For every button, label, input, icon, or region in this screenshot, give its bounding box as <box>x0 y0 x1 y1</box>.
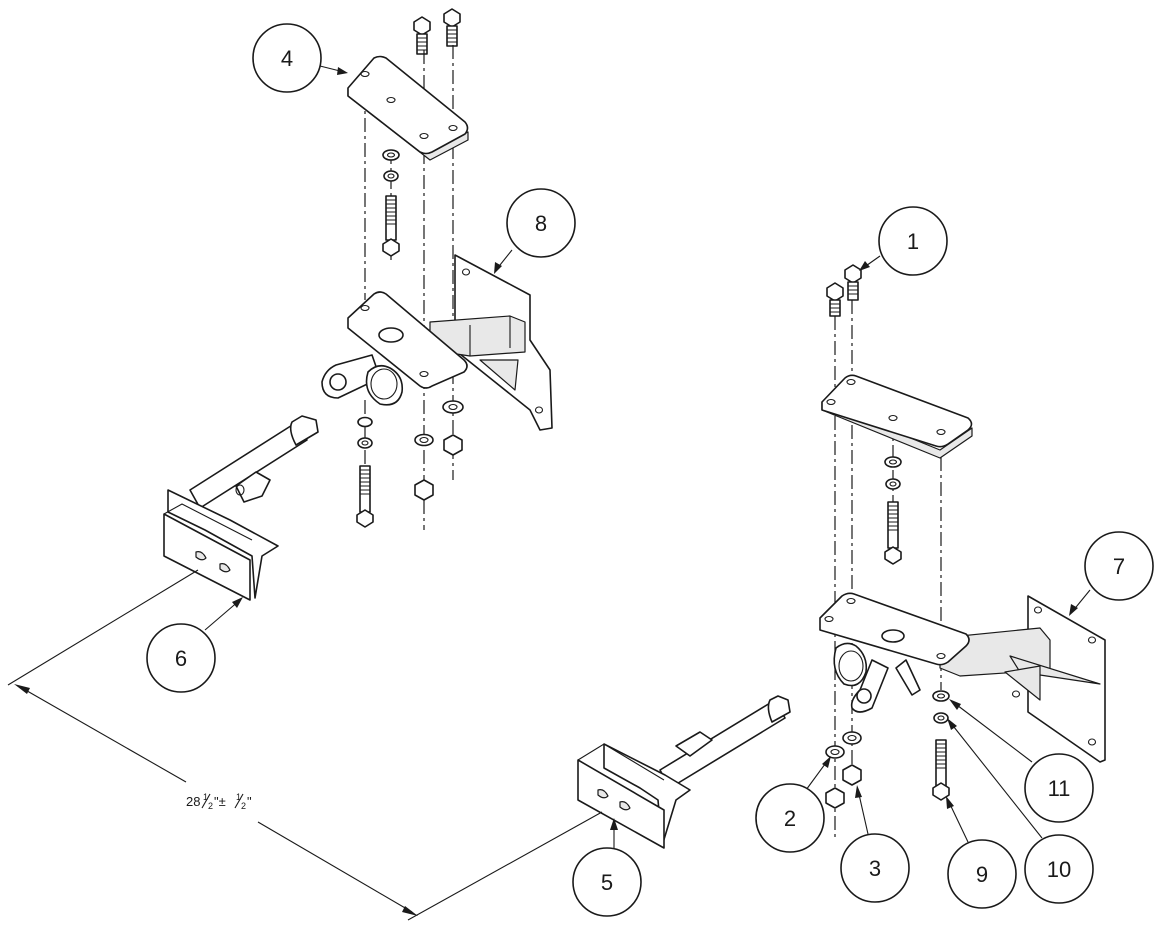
callout-3-label: 3 <box>869 856 881 881</box>
callout-5-label: 5 <box>601 870 613 895</box>
callout-8: 8 <box>494 188 576 274</box>
dim-tolerance: "± <box>214 794 226 809</box>
hardware-stack-right-upper <box>884 456 902 565</box>
callout-3: 3 <box>840 785 910 903</box>
top-plate-left <box>347 55 469 161</box>
dimension-label: 28 1 2 "± 1 2 " <box>186 792 252 811</box>
dim-suffix: " <box>247 794 252 809</box>
callout-9-label: 9 <box>976 862 988 887</box>
dim-frac-num: 1 <box>203 792 208 802</box>
dim-tol-den: 2 <box>241 801 246 811</box>
callout-11: 11 <box>949 699 1094 823</box>
callout-5: 5 <box>572 818 642 917</box>
hardware-stack-left-lower <box>356 400 464 528</box>
top-bolts-right <box>826 264 862 317</box>
top-plate-right <box>821 374 973 459</box>
callout-11-label: 11 <box>1048 776 1071 801</box>
callout-2-label: 2 <box>784 806 796 831</box>
callout-9: 9 <box>946 796 1017 909</box>
callout-6-label: 6 <box>175 646 187 671</box>
top-bolts-left <box>413 8 461 55</box>
dim-frac-den: 2 <box>208 801 213 811</box>
callout-7-label: 7 <box>1113 554 1125 579</box>
right-arm <box>577 695 791 849</box>
callout-1-label: 1 <box>907 229 919 254</box>
right-mount-assembly <box>819 264 1106 840</box>
callout-4-label: 4 <box>281 46 293 71</box>
callout-4: 4 <box>252 23 348 93</box>
callout-6: 6 <box>146 597 243 693</box>
callout-10-label: 10 <box>1047 857 1071 882</box>
left-mount-assembly <box>321 8 553 530</box>
bracket-left <box>321 254 553 431</box>
hardware-stack-left-upper <box>382 149 400 257</box>
callout-8-label: 8 <box>535 211 547 236</box>
callouts: 4 8 1 7 6 <box>146 23 1154 917</box>
left-arm <box>163 415 319 601</box>
callout-2: 2 <box>755 756 831 853</box>
dim-whole: 28 <box>186 794 200 809</box>
hardware-stack-right-lower <box>825 690 950 809</box>
bracket-right <box>819 592 1106 763</box>
callout-7: 7 <box>1069 531 1154 616</box>
callout-1: 1 <box>859 206 948 276</box>
dim-tol-num: 1 <box>236 792 241 802</box>
callout-10: 10 <box>947 718 1094 904</box>
dimension-28-half: 28 1 2 "± 1 2 " <box>7 569 603 921</box>
